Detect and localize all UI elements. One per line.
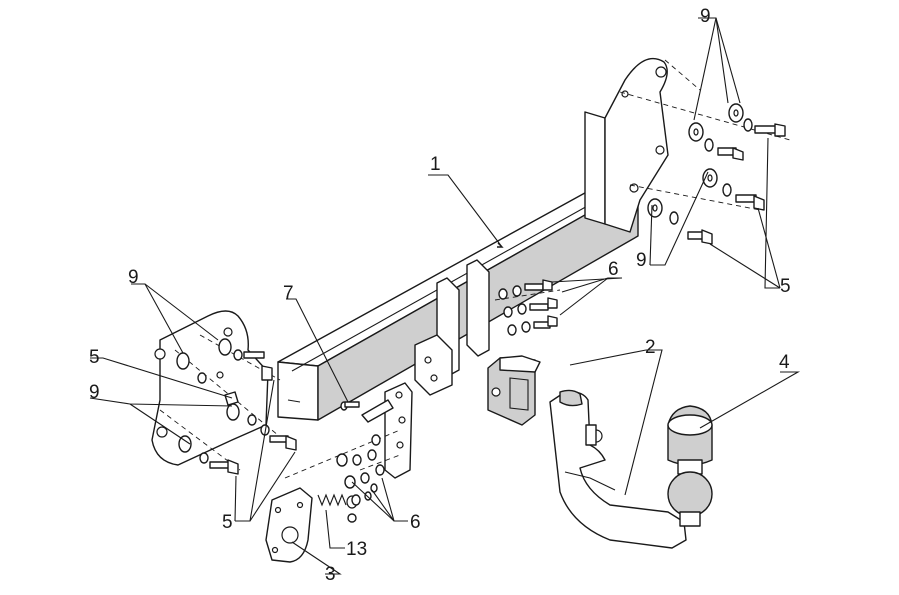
leader-lines: [89, 17, 801, 575]
callout-6-bottom: 6: [410, 512, 421, 533]
socket-plate: [265, 487, 313, 563]
hardware-left: [176, 338, 297, 475]
callout-1: 1: [430, 154, 441, 175]
ball-arm: [549, 389, 687, 549]
right-mounting-bracket: [584, 57, 669, 233]
center-brackets: [414, 259, 490, 396]
callout-4: 4: [779, 352, 790, 373]
callout-2: 2: [645, 337, 656, 358]
callout-5-left: 5: [89, 347, 100, 368]
spring: [317, 493, 358, 509]
callout-6-top: 6: [608, 259, 619, 280]
callout-labels: 1 2 3 4 5 5 5 6 6 7 9 9 9 9 13: [89, 6, 791, 585]
side-plate: [361, 382, 413, 479]
receiver-block: [487, 355, 541, 426]
hardware-center: [336, 279, 558, 523]
callout-5-right: 5: [780, 276, 791, 297]
hardware-right: [647, 103, 786, 245]
callout-7: 7: [283, 283, 294, 304]
callout-9-bottom-left: 9: [89, 382, 100, 403]
tow-ball: [667, 405, 713, 527]
callout-5-bottom: 5: [222, 512, 233, 533]
callout-9-top-left: 9: [128, 267, 139, 288]
callout-9-mid-right: 9: [636, 250, 647, 271]
callout-3: 3: [325, 564, 336, 585]
callout-13: 13: [346, 539, 367, 560]
callout-9-top-right: 9: [700, 6, 711, 27]
